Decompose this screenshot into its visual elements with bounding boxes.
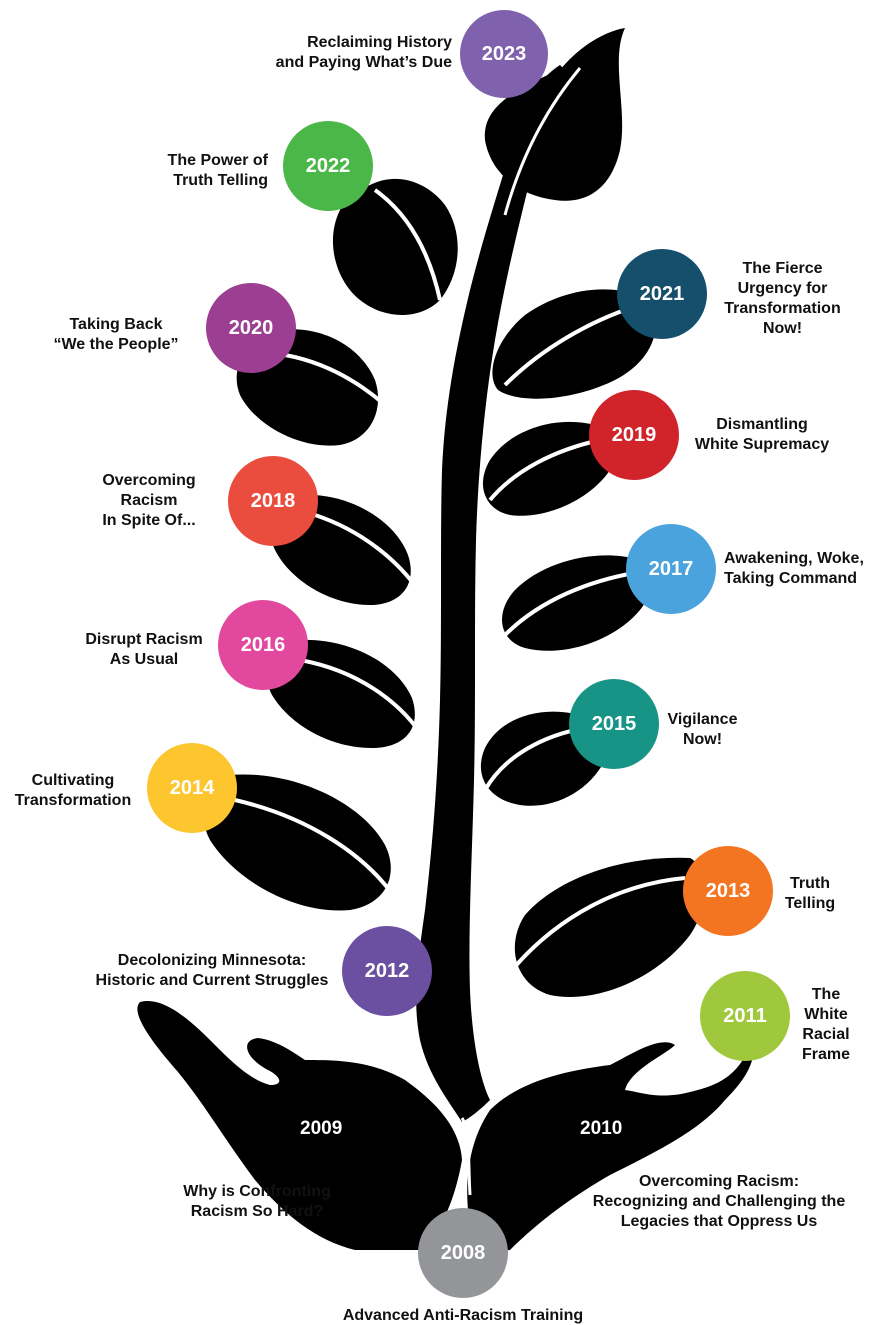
label-2020: Taking Back “We the People” [53,316,179,353]
label-2019: Dismantling White Supremacy [694,416,830,453]
leaf-2013 [514,857,706,997]
vein-2019 [488,438,601,502]
label-2011: The White Racial Frame [801,986,851,1063]
label-2008: Advanced Anti-Racism Training [342,1307,584,1324]
year-2012: 2012 [364,959,410,982]
label-2016: Disrupt Racism As Usual [85,631,203,668]
leaf-2022 [332,178,458,315]
vein-stem [460,1117,472,1196]
vein-2018 [314,513,427,602]
vein-2014 [234,798,402,907]
year-2021: 2021 [639,282,685,305]
year-circle-2016: 2016 [218,600,308,690]
year-2010: 2010 [580,1118,623,1139]
label-2010: Overcoming Racism: Recognizing and Chall… [592,1173,846,1230]
vein-2016 [299,658,427,742]
vein-2022 [373,188,442,301]
year-2009: 2009 [300,1118,343,1139]
year-2022: 2022 [305,154,351,177]
year-2014: 2014 [169,776,215,799]
label-2013: Truth Telling [784,875,836,912]
plant-stem [416,65,572,1122]
label-2014: Cultivating Transformation [14,772,132,809]
label-2021: The Fierce Urgency for Transformation No… [724,260,841,337]
label-2017: Awakening, Woke, Taking Command [724,550,864,587]
label-2022: The Power of Truth Telling [167,152,268,189]
year-2018: 2018 [250,489,296,512]
year-circle-2008: 2008 [418,1208,508,1298]
label-2023: Reclaiming History and Paying What’s Due [275,34,452,71]
year-2020: 2020 [228,316,274,339]
year-circle-2017: 2017 [626,524,716,614]
year-circle-2018: 2018 [228,456,318,546]
year-2015: 2015 [591,712,637,735]
label-2012: Decolonizing Minnesota: Historic and Cur… [95,952,329,989]
label-2009: Why is Confronting Racism So Hard? [183,1183,331,1220]
year-circle-2015: 2015 [569,679,659,769]
vein-2013 [498,876,686,987]
year-2016: 2016 [240,633,286,656]
leaf-2016 [266,639,415,748]
vein-2020 [284,353,427,452]
leaf-2023 [484,28,625,201]
year-2011: 2011 [723,1004,767,1027]
year-2013: 2013 [705,879,751,902]
year-circle-2012: 2012 [342,926,432,1016]
year-circle-2014: 2014 [147,743,237,833]
label-2015: Vigilance Now! [667,711,738,748]
label-2018: Overcoming Racism In Spite Of... [102,472,196,529]
vein-2017 [503,570,641,637]
leaf-2014 [202,774,391,911]
year-2008: 2008 [440,1241,486,1264]
year-circle-2022: 2022 [283,121,373,211]
year-circle-2021: 2021 [617,249,707,339]
vein-2023 [503,67,582,216]
year-circle-2019: 2019 [589,390,679,480]
right-hand [467,1040,754,1252]
year-2023: 2023 [481,42,527,65]
leaf-2021 [492,289,656,399]
year-circle-2011: 2011 [700,971,790,1061]
year-2019: 2019 [611,423,657,446]
year-circle-2023: 2023 [460,10,548,98]
year-circle-2013: 2013 [683,846,773,936]
left-hand [137,1000,462,1250]
year-circle-2020: 2020 [206,283,296,373]
year-2017: 2017 [648,557,694,580]
